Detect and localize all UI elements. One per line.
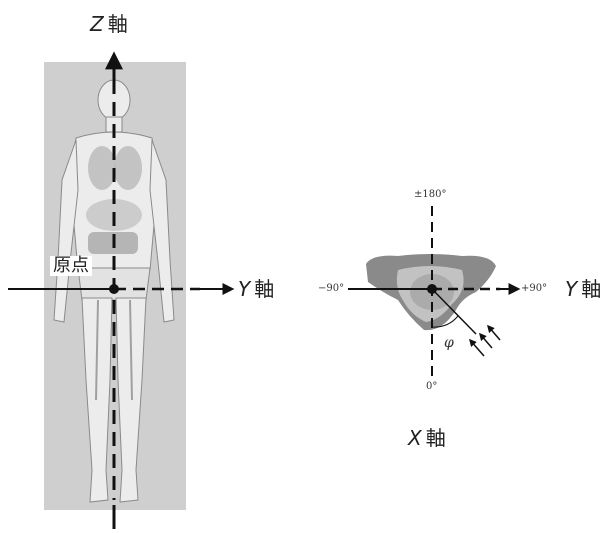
origin-label: 原点	[50, 256, 92, 276]
angle-axes	[348, 206, 518, 376]
y-axis-name-right: 軸	[581, 279, 601, 299]
y-axis-symbol-right: Y	[565, 277, 577, 301]
angle-label-top: ±180°	[414, 190, 446, 200]
incident-arrow-3	[488, 326, 500, 340]
phantom-lungs	[88, 146, 116, 190]
angle-label-left: −90°	[318, 284, 344, 294]
angle-label-right: +90°	[521, 284, 547, 294]
origin-point	[109, 284, 119, 294]
phantom-lungs-right	[114, 146, 142, 190]
angle-label-bottom: 0°	[426, 382, 437, 392]
incident-arrow-1	[470, 340, 484, 356]
phi-label: φ	[444, 336, 454, 350]
z-axis-symbol: Z	[90, 12, 104, 36]
incident-arrow-2	[480, 334, 492, 348]
y-axis-symbol-left: Y	[238, 277, 250, 301]
y-axis-name-left: 軸	[254, 279, 274, 299]
x-axis-name: 軸	[426, 428, 446, 448]
z-axis-name: 軸	[108, 14, 128, 34]
x-axis-symbol: X	[408, 426, 422, 450]
